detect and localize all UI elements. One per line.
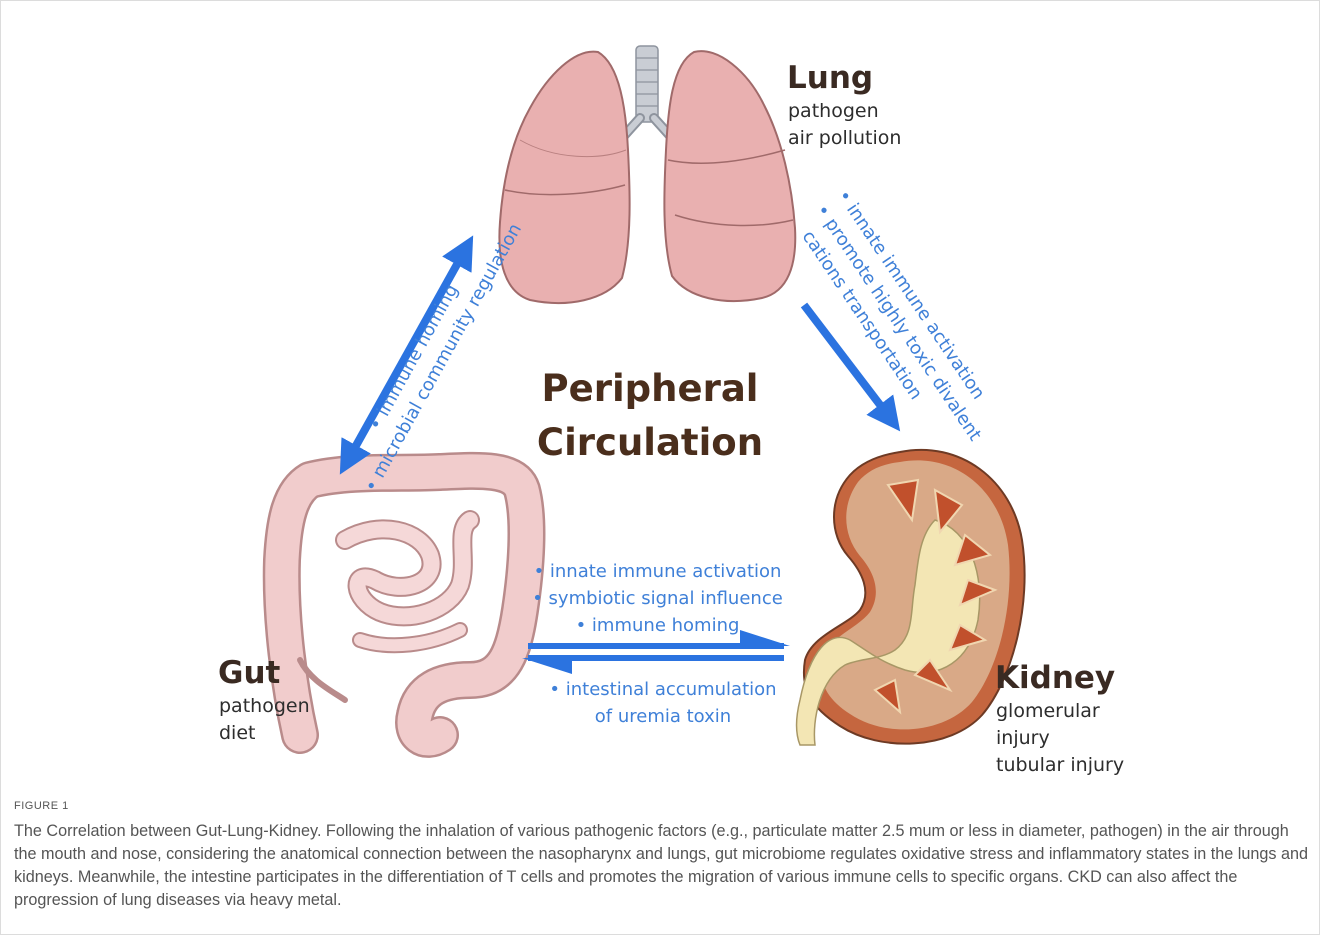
lung-factor: pathogen [788,98,901,125]
right-lung [664,51,795,301]
trachea [622,46,672,138]
kidney-factor: tubular injury [996,752,1124,779]
gut-kidney-label: • symbiotic signal influence [520,585,795,612]
figure-caption: The Correlation between Gut-Lung-Kidney.… [14,820,1309,912]
lungs-illustration [499,46,795,303]
kidney-factor: glomerular [996,698,1124,725]
lung-title: Lung [787,60,873,96]
kidney-title: Kidney [995,660,1115,696]
kidney-gut-labels: • intestinal accumulation of uremia toxi… [528,676,798,730]
gut-kidney-label: • immune homing [520,612,795,639]
arrow-kidney-to-gut [522,658,784,674]
kidney-factor: injury [996,725,1124,752]
left-lung [499,52,629,303]
center-title-line: Circulation [520,416,780,470]
kidney-illustration [797,450,1025,745]
gut-title: Gut [218,655,280,691]
gut-factor: pathogen [219,693,310,720]
center-title: Peripheral Circulation [520,362,780,470]
gut-kidney-label: • innate immune activation [520,558,795,585]
kidney-factors: glomerular injury tubular injury [996,698,1124,779]
kidney-gut-label: of uremia toxin [528,703,798,730]
lung-factor: air pollution [788,125,901,152]
center-title-line: Peripheral [520,362,780,416]
figure-label: FIGURE 1 [14,800,69,812]
gut-kidney-labels: • innate immune activation • symbiotic s… [520,558,795,639]
gut-factor: diet [219,720,310,747]
kidney-gut-label: • intestinal accumulation [528,676,798,703]
lung-factors: pathogen air pollution [788,98,901,152]
gut-illustration [282,471,527,739]
gut-factors: pathogen diet [219,693,310,747]
